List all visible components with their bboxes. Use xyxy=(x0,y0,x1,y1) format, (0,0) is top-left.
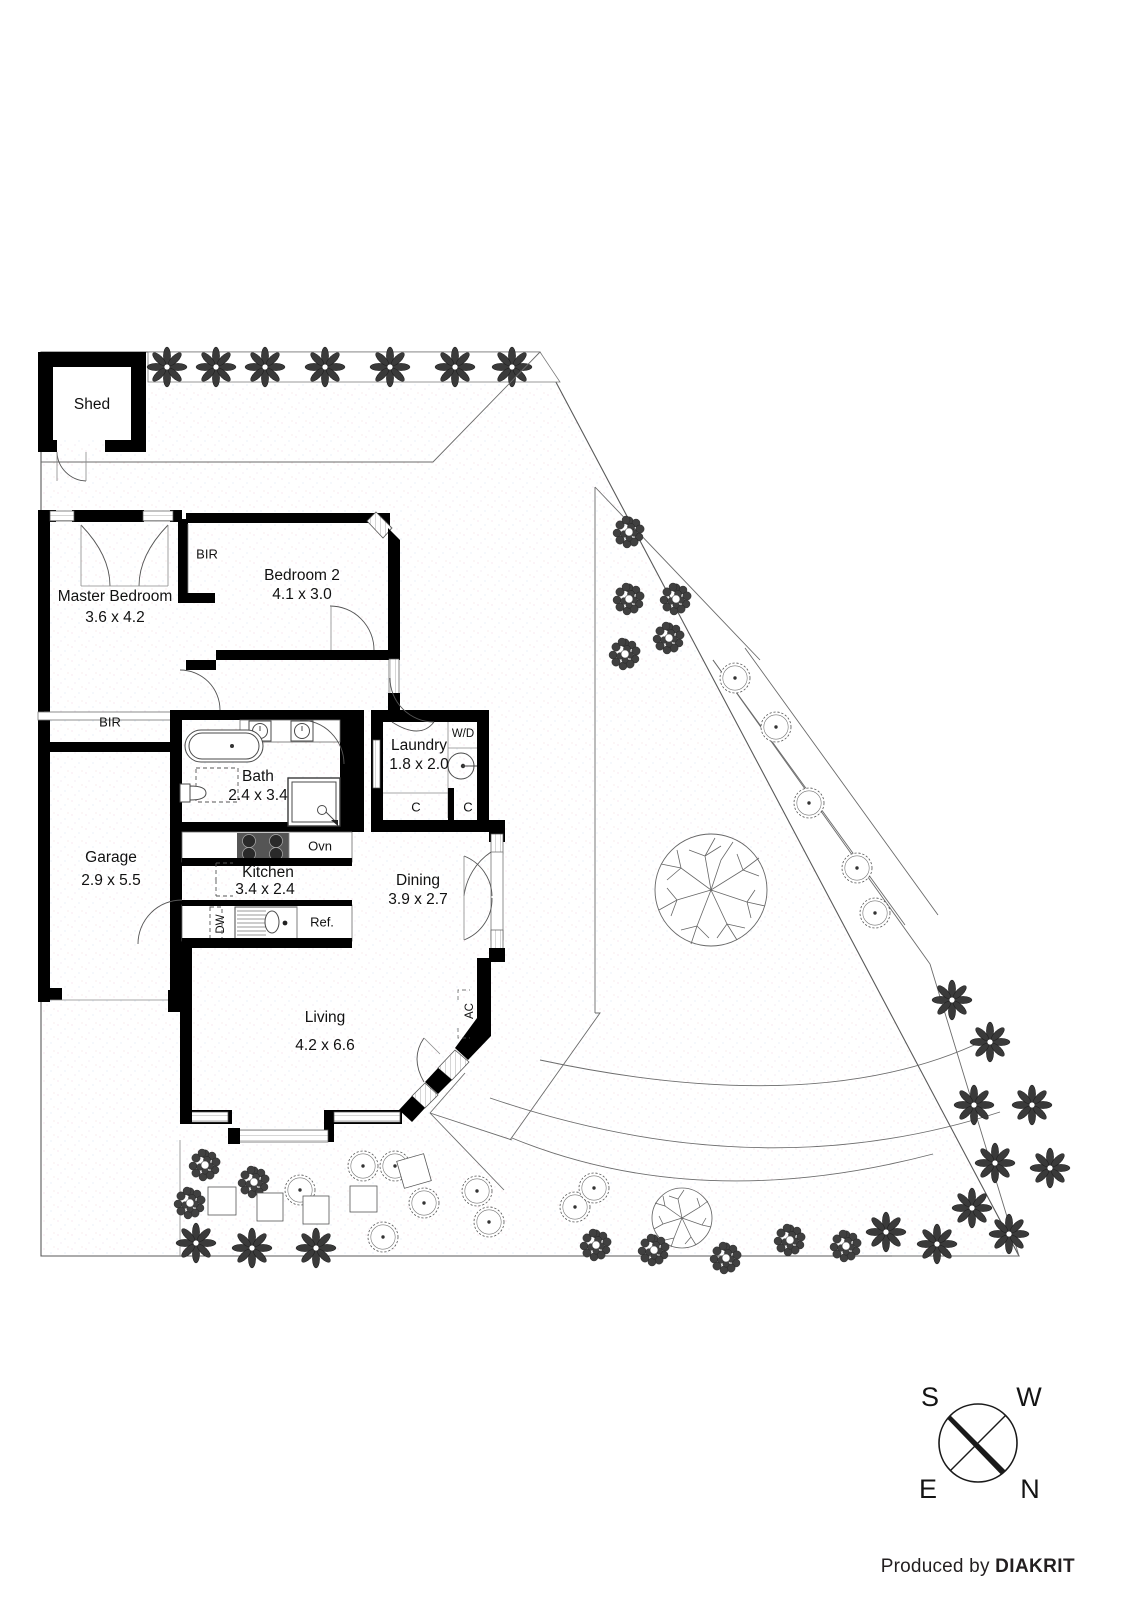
room-label-living: Living xyxy=(305,1009,346,1026)
window-master-2 xyxy=(142,510,174,522)
label-refrigerator: Ref. xyxy=(310,914,334,929)
window-bed2-corner xyxy=(366,511,393,539)
garden-southwest xyxy=(173,1140,493,1269)
room-label-kitchen: Kitchen xyxy=(242,864,294,881)
compass-label-west: W xyxy=(1016,1382,1042,1412)
label-bir-upper: BIR xyxy=(196,546,218,561)
room-label-bedroom-2: Bedroom 2 xyxy=(264,567,340,584)
room-dim-living: 4.2 x 6.6 xyxy=(295,1037,354,1054)
compass-rose: S W E N xyxy=(919,1382,1042,1504)
room-dim-kitchen: 3.4 x 2.4 xyxy=(235,881,295,898)
planting-strip-north xyxy=(146,346,561,388)
room-labels: Master Bedroom 3.6 x 4.2 Bedroom 2 4.1 x… xyxy=(58,546,449,1054)
room-dim-laundry: 1.8 x 2.0 xyxy=(389,756,449,773)
label-oven: Ovn xyxy=(308,838,332,853)
room-dim-dining: 3.9 x 2.7 xyxy=(388,891,447,908)
label-air-conditioner: AC xyxy=(464,1003,476,1019)
planting-bed-southeast xyxy=(865,963,1071,1265)
room-dim-bath: 2.4 x 3.4 xyxy=(228,787,288,804)
producer-name: DIAKRIT xyxy=(995,1556,1075,1577)
lawn-central xyxy=(654,833,768,947)
driveway xyxy=(429,1012,1001,1191)
room-label-dining: Dining xyxy=(396,872,440,889)
room-label-bath: Bath xyxy=(242,768,274,785)
window-laundry xyxy=(372,739,381,789)
compass-label-south: S xyxy=(921,1382,939,1412)
room-label-shed: Shed xyxy=(74,396,110,413)
label-closet-hall: C xyxy=(463,799,472,814)
window-dining-top xyxy=(490,833,504,855)
toilet xyxy=(179,783,207,803)
cooktop xyxy=(237,833,289,861)
room-dim-garage: 2.9 x 5.5 xyxy=(81,872,140,889)
kitchen-sink xyxy=(234,906,298,940)
compass-label-east: E xyxy=(919,1474,937,1504)
room-label-garage: Garage xyxy=(85,849,137,866)
label-washer-dryer: W/D xyxy=(452,728,474,740)
window-living-south xyxy=(333,1111,401,1123)
window-living-southwest xyxy=(189,1111,229,1123)
label-closet-laundry: C xyxy=(411,799,420,814)
window-living-south-wide xyxy=(235,1129,329,1143)
washing-machine xyxy=(447,752,477,780)
room-shed: Shed xyxy=(38,352,146,482)
bathtub xyxy=(184,729,264,763)
label-dishwasher: DW xyxy=(215,914,227,933)
producer-prefix: Produced by xyxy=(880,1556,990,1577)
shower-base xyxy=(195,767,239,803)
compass-label-north: N xyxy=(1020,1474,1040,1504)
room-label-laundry: Laundry xyxy=(391,737,447,754)
shower-cubicle xyxy=(287,777,341,827)
label-bir-lower: BIR xyxy=(99,714,121,729)
producer-credit: Produced by DIAKRIT xyxy=(881,1556,1075,1578)
tree-row-east xyxy=(712,647,939,929)
window-bed2-east xyxy=(388,658,400,696)
house-walls: Ovn DW Ref. xyxy=(37,510,505,1144)
window-master-1 xyxy=(49,510,75,522)
room-label-master-bedroom: Master Bedroom xyxy=(58,588,173,605)
room-dim-master-bedroom: 3.6 x 4.2 xyxy=(85,609,144,626)
room-dim-bedroom-2: 4.1 x 3.0 xyxy=(272,586,332,603)
